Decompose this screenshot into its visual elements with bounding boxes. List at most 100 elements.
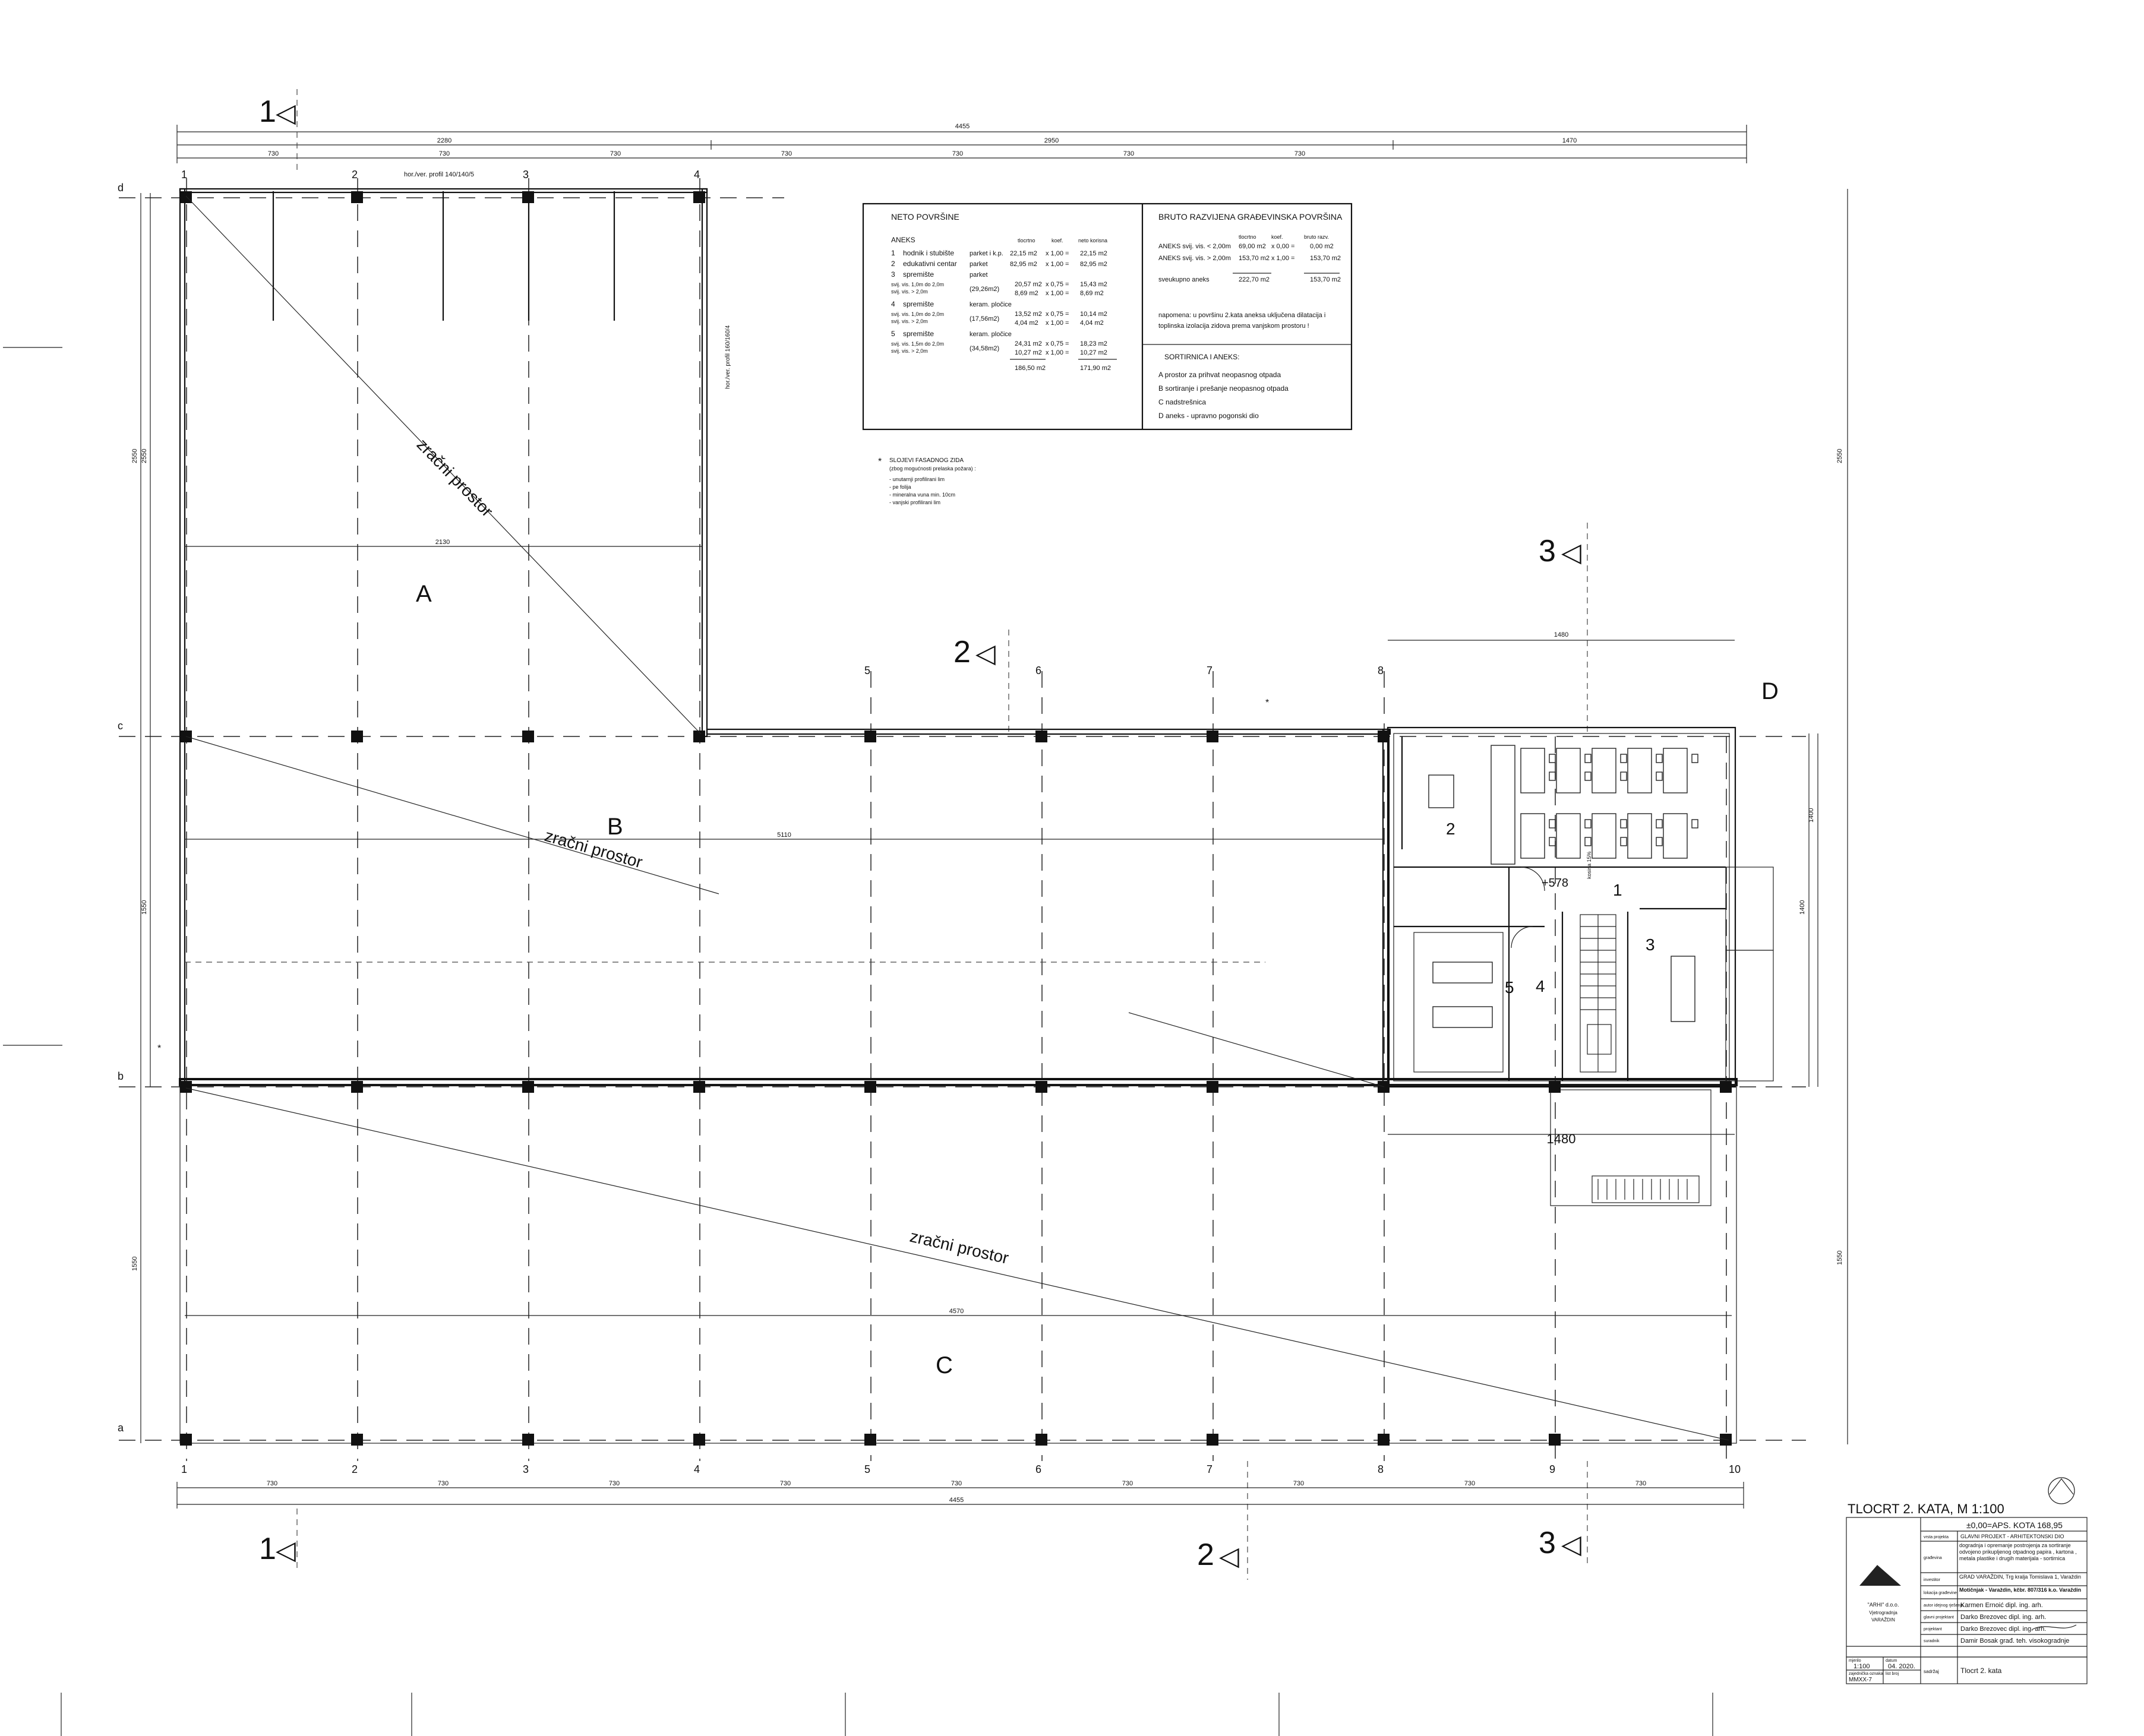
dim-bay: 730	[951, 1480, 962, 1487]
section-markers: 1 ◁ 1 ◁ 2 ◁ 2 ◁ 3 ◁ 3 ◁	[259, 89, 1588, 1580]
axis-number: 8	[1378, 1463, 1384, 1475]
column	[1378, 731, 1390, 742]
tb-label: vrsta projekta	[1924, 1535, 1949, 1539]
dim-overall-top: 4455	[955, 123, 970, 130]
stair-label: kosina 15%	[1586, 851, 1592, 879]
neto-row-floor: keram. pločice	[970, 331, 1012, 338]
neto-row-sub: svij. vis. 1,5m do 2,0m	[891, 341, 944, 347]
facade-item: - vanjski profilirani lim	[889, 499, 940, 505]
neto-row-k: x 1,00 =	[1046, 261, 1069, 268]
signature-icon	[2031, 1624, 2077, 1630]
neto-row-total: (34,58m2)	[970, 345, 999, 352]
column	[1207, 731, 1218, 742]
neto-row-total: (17,56m2)	[970, 315, 999, 322]
tb-scale: 1:100	[1853, 1663, 1870, 1670]
axis-number: 4	[694, 1463, 700, 1475]
neto-row-net: 18,23 m2	[1080, 340, 1107, 347]
dim-b-width: 5110	[777, 831, 791, 839]
column	[180, 1081, 192, 1093]
columns	[180, 191, 1732, 1446]
facade-item: - pe folija	[889, 484, 911, 490]
neto-row-net: 22,15 m2	[1080, 250, 1107, 257]
neto-row-k: x 1,00 =	[1046, 320, 1069, 327]
tb-location-wrap: Motičnjak - Varaždin, kčbr. 807/316 k.o.…	[1959, 1587, 2081, 1593]
bruto-row-v: 0,00 m2	[1310, 243, 1334, 250]
axis-grid	[119, 178, 1806, 1461]
dim-left-low: 1550	[131, 1257, 138, 1271]
dim-bay: 730	[952, 150, 963, 157]
neto-row-floor: parket	[970, 271, 988, 279]
area-tables: NETO POVRŠINE ANEKS tlocrtno koef. neto …	[862, 203, 1353, 431]
top-dimensions: 4455 2280 2950 1470 730 730 730 730 730 …	[176, 123, 1747, 163]
tb-label: glavni projektant	[1924, 1615, 1954, 1620]
dim-seg-2: 2950	[1044, 137, 1059, 144]
bruto-row-a: 69,00 m2	[1239, 243, 1266, 250]
column	[864, 1081, 876, 1093]
tb-scale-label: mjerilo	[1849, 1659, 1861, 1663]
neto-row-floor: keram. pločice	[970, 301, 1012, 308]
tb-date: 04. 2020.	[1888, 1663, 1915, 1670]
bruto-total-v: 153,70 m2	[1310, 276, 1341, 283]
neto-row-area: 20,57 m2	[1015, 281, 1042, 288]
neto-row-name: spremište	[903, 300, 934, 308]
tb-date-label: datum	[1886, 1659, 1897, 1663]
bruto-row-a: 153,70 m2	[1239, 255, 1270, 262]
neto-header: neto korisna	[1078, 238, 1107, 244]
column	[351, 1081, 363, 1093]
dim-annex-top: 1480	[1554, 631, 1568, 638]
section-arrow-icon: ◁	[975, 639, 996, 668]
dim-a-width: 2130	[435, 539, 450, 546]
zone-label-c: C	[936, 1352, 953, 1378]
tb-label: građevina	[1924, 1556, 1942, 1560]
facade-title: SLOJEVI FASADNOG ZIDA	[889, 457, 964, 464]
tb-number-label: zajednička oznaka	[1849, 1672, 1883, 1676]
neto-section: ANEKS	[891, 236, 915, 244]
neto-row-net: 10,27 m2	[1080, 349, 1107, 356]
axis-number: 1	[181, 1463, 187, 1475]
neto-row-k: x 0,75 =	[1046, 281, 1069, 288]
column	[1035, 731, 1047, 742]
bruto-row-v: 153,70 m2	[1310, 255, 1341, 262]
dim-bay: 730	[1122, 1480, 1133, 1487]
axis-number: 10	[1729, 1463, 1741, 1475]
axis-number: 7	[1207, 1463, 1212, 1475]
dim-bay: 730	[610, 150, 621, 157]
neto-header: koef.	[1052, 238, 1063, 244]
legend-item: B sortiranje i prešanje neopasnog otpada	[1158, 384, 1289, 393]
dim-bay: 730	[781, 150, 792, 157]
neto-row-name: edukativni centar	[903, 260, 957, 268]
section-arrow-icon: ◁	[1561, 1530, 1581, 1559]
neto-row-k: x 1,00 =	[1046, 250, 1069, 257]
dim-bay: 730	[267, 1480, 277, 1487]
dim-seg-3: 1470	[1562, 137, 1577, 144]
dim-right-mid: 1400	[1808, 808, 1815, 823]
dim-left-upper: 2550	[131, 449, 138, 463]
neto-sum-net: 171,90 m2	[1080, 365, 1111, 372]
axis-number: 4	[694, 169, 700, 181]
neto-row-k: x 0,75 =	[1046, 311, 1069, 318]
neto-row-sub: svij. vis. > 2,0m	[891, 348, 928, 354]
axis-numbers-bottom: 1 2 3 4 5 6 7 8 9 10	[181, 1463, 1741, 1475]
legend-item: A prostor za prihvat neopasnog otpada	[1158, 371, 1281, 379]
axis-number: 5	[864, 665, 870, 676]
column	[1549, 1434, 1561, 1446]
room-label-3: 3	[1646, 935, 1655, 954]
column	[522, 731, 534, 742]
tb-label: autor idejnog rješenja	[1924, 1604, 1963, 1608]
dim-bay: 730	[438, 1480, 449, 1487]
neto-row-no: 3	[891, 270, 895, 279]
axis-letter: c	[118, 720, 123, 732]
tb-sheet-label: list broj	[1886, 1672, 1899, 1676]
dim-bay: 730	[1294, 150, 1305, 157]
dim-bay: 730	[1123, 150, 1134, 157]
neto-row-sub: svij. vis. 1,0m do 2,0m	[891, 282, 944, 287]
company-desc: Vjetrogradnja	[1869, 1610, 1897, 1615]
neto-row-name: spremište	[903, 270, 934, 279]
neto-row-area: 22,15 m2	[1010, 250, 1037, 257]
axis-number: 2	[352, 169, 358, 181]
axis-letter: b	[118, 1070, 124, 1082]
void-label: zračni prostor	[542, 826, 645, 872]
tb-label: lokacija građevine	[1924, 1591, 1957, 1595]
neto-row-net: 4,04 m2	[1080, 320, 1104, 327]
bruto-total-a: 222,70 m2	[1239, 276, 1270, 283]
